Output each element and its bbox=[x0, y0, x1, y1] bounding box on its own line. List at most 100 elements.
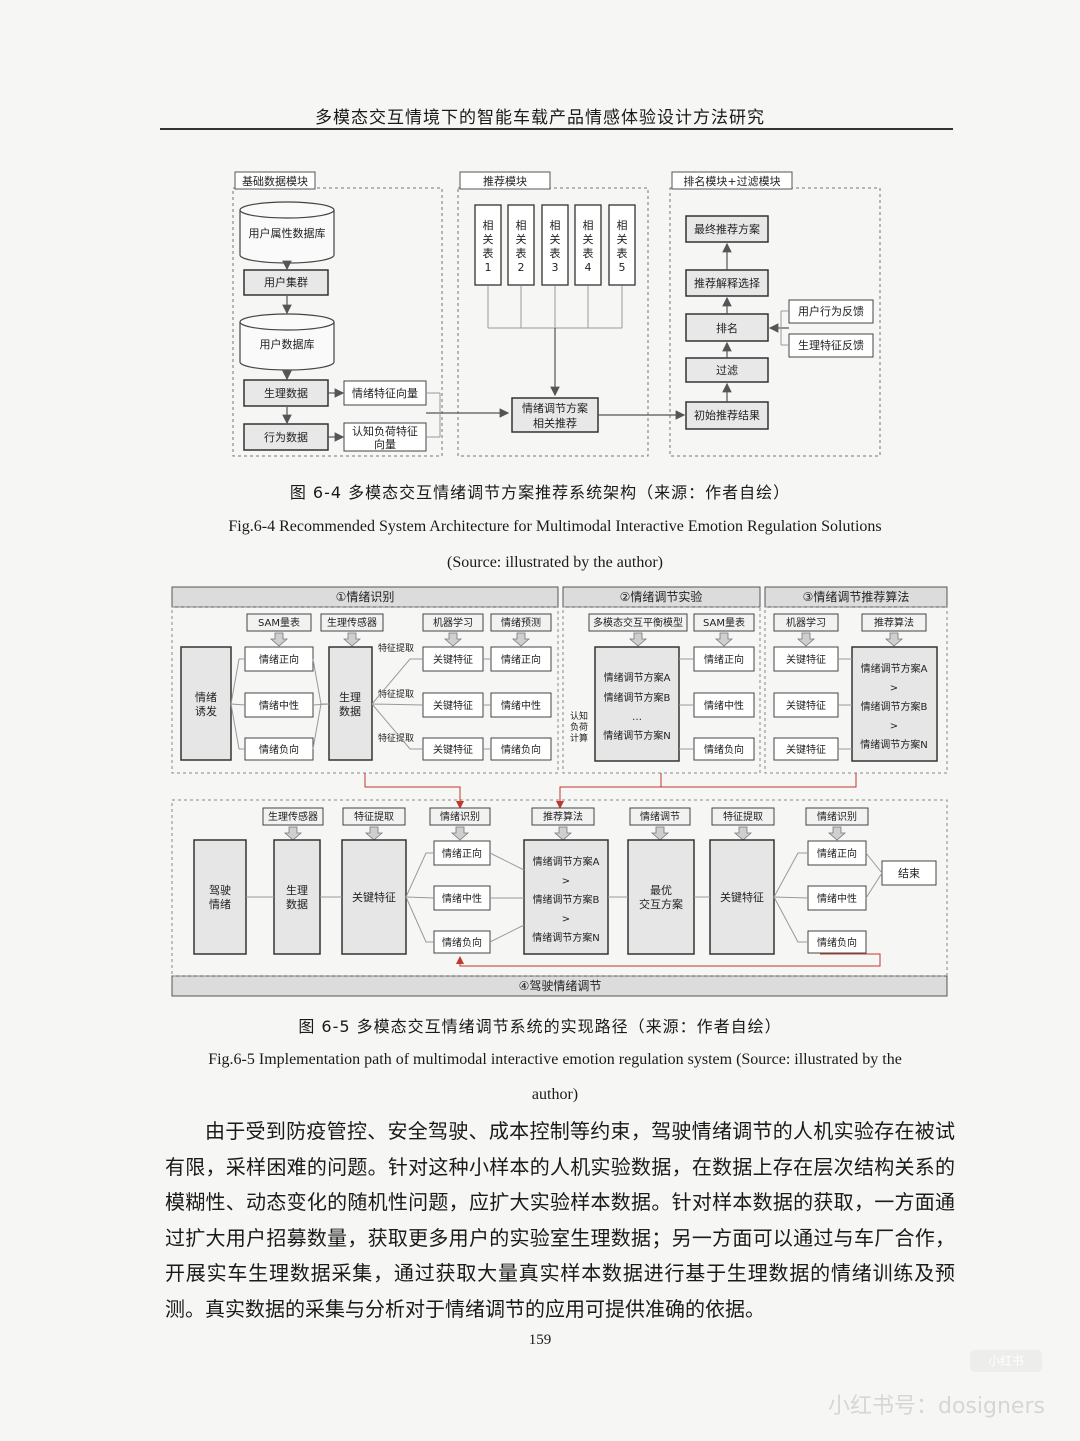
emotion-neg: 情绪负向 bbox=[259, 743, 299, 756]
trigger-2: 诱发 bbox=[195, 704, 217, 718]
related-table-2-char: 相 bbox=[516, 219, 527, 232]
emotion-pos: 情绪正向 bbox=[259, 653, 299, 666]
user-attr-db: 用户属性数据库 bbox=[249, 226, 326, 240]
bgt-2: > bbox=[562, 914, 570, 925]
bplan-b: 情绪调节方案B bbox=[533, 893, 600, 906]
rank-box: 排名 bbox=[716, 321, 738, 335]
related-table-1 bbox=[474, 204, 502, 286]
tag-ml-2: 机器学习 bbox=[786, 616, 826, 629]
bkey-feature: 关键特征 bbox=[352, 890, 396, 904]
plan-b: 情绪调节方案B bbox=[604, 691, 671, 704]
related-table-2-char: 关 bbox=[516, 232, 527, 246]
related-table-4-char: 4 bbox=[585, 261, 592, 274]
behavior-feedback: 用户行为反馈 bbox=[798, 304, 864, 318]
fig64-caption-source: (Source: illustrated by the author) bbox=[447, 554, 663, 571]
tag-sam-2: SAM量表 bbox=[703, 616, 745, 629]
section-3-title: ③情绪调节推荐算法 bbox=[803, 589, 910, 604]
related-table-1-char: 1 bbox=[485, 261, 492, 274]
tag-sensor: 生理传感器 bbox=[327, 616, 377, 629]
key-feature-1: 关键特征 bbox=[433, 653, 473, 666]
brec-neu: 情绪中性 bbox=[442, 892, 482, 905]
emotion-vector: 情绪特征向量 bbox=[352, 386, 418, 400]
related-table-4-char: 相 bbox=[583, 219, 594, 232]
related-table-4-char: 关 bbox=[583, 232, 594, 246]
related-table-2-char: 2 bbox=[518, 261, 525, 274]
page-header: 多模态交互情境下的智能车载产品情感体验设计方法研究 bbox=[315, 108, 765, 128]
tag-balance-model: 多模态交互平衡模型 bbox=[593, 616, 683, 629]
bres-neg: 情绪负向 bbox=[817, 936, 857, 949]
alg-plan-a: 情绪调节方案A bbox=[861, 662, 928, 675]
tag-predict: 情绪预测 bbox=[501, 616, 541, 629]
btag-rec-algo: 推荐算法 bbox=[543, 810, 583, 823]
related-table-3-char: 3 bbox=[552, 261, 559, 274]
plan-a: 情绪调节方案A bbox=[604, 671, 671, 684]
cog-vector-2: 向量 bbox=[374, 437, 396, 451]
fig65-caption-zh: 图 6-5 多模态交互情绪调节系统的实现路径（来源：作者自绘） bbox=[298, 1017, 782, 1036]
physio-2: 数据 bbox=[339, 704, 361, 718]
body-paragraph-block: 由于受到防疫管控、安全驾驶、成本控制等约束，驾驶情绪调节的人机实验存在被试有限，… bbox=[165, 1114, 955, 1327]
rec-scheme-2: 相关推荐 bbox=[533, 416, 577, 430]
related-table-1-char: 相 bbox=[483, 219, 494, 232]
page-number: 159 bbox=[528, 1332, 552, 1348]
related-table-4-char: 表 bbox=[583, 246, 594, 260]
cog-1: 认知 bbox=[570, 710, 588, 722]
related-table-3 bbox=[541, 204, 569, 286]
final-scheme: 最终推荐方案 bbox=[694, 222, 760, 236]
exp-pos: 情绪正向 bbox=[704, 653, 744, 666]
trigger-1: 情绪 bbox=[195, 690, 217, 704]
best-1: 最优 bbox=[650, 884, 672, 897]
btag-recog: 情绪识别 bbox=[440, 810, 480, 823]
btag-recog-2: 情绪识别 bbox=[817, 810, 857, 823]
related-table-3-char: 关 bbox=[550, 232, 561, 246]
header-rule bbox=[160, 128, 953, 130]
physio-data: 生理数据 bbox=[264, 386, 308, 400]
related-table-4 bbox=[574, 204, 602, 286]
cog-2: 负荷 bbox=[570, 721, 588, 733]
alg-plan-n: 情绪调节方案N bbox=[860, 738, 927, 751]
user-db: 用户数据库 bbox=[260, 337, 315, 351]
bres-pos: 情绪正向 bbox=[817, 847, 857, 860]
related-table-5-char: 表 bbox=[617, 246, 628, 260]
end-box: 结束 bbox=[898, 867, 920, 880]
bphysio-1: 生理 bbox=[286, 883, 308, 897]
alg-gt-1: > bbox=[890, 683, 898, 694]
bphysio-2: 数据 bbox=[286, 897, 308, 911]
tag-ml: 机器学习 bbox=[433, 616, 473, 629]
fig64-caption-zh: 图 6-4 多模态交互情绪调节方案推荐系统架构（来源：作者自绘） bbox=[289, 483, 791, 502]
user-cluster: 用户集群 bbox=[264, 275, 308, 289]
key-feature-2: 关键特征 bbox=[433, 699, 473, 712]
feat-extract-2: 特征提取 bbox=[378, 688, 414, 700]
feat-extract-1: 特征提取 bbox=[378, 642, 414, 654]
behavior-data: 行为数据 bbox=[264, 430, 308, 444]
watermark-tag: 小红书 bbox=[970, 1350, 1042, 1372]
exp-neu: 情绪中性 bbox=[704, 699, 744, 712]
watermark: 小红书号：dosigners bbox=[828, 1394, 1045, 1419]
explain-select: 推荐解释选择 bbox=[694, 276, 760, 290]
btag-extract: 特征提取 bbox=[354, 811, 394, 823]
rec-scheme-1: 情绪调节方案 bbox=[522, 401, 588, 415]
cog-vector-1: 认知负荷特征 bbox=[352, 424, 418, 438]
bplan-n: 情绪调节方案N bbox=[532, 931, 599, 944]
related-table-5-char: 关 bbox=[617, 232, 628, 246]
cog-3: 计算 bbox=[570, 732, 588, 744]
pred-neg: 情绪负向 bbox=[501, 743, 541, 756]
bres-neu: 情绪中性 bbox=[817, 892, 857, 905]
section-4-title: ④驾驶情绪调节 bbox=[519, 978, 602, 993]
related-table-5-char: 相 bbox=[617, 219, 628, 232]
btag-regulate: 情绪调节 bbox=[640, 810, 680, 823]
related-table-5 bbox=[608, 204, 636, 286]
initial-result: 初始推荐结果 bbox=[694, 408, 760, 422]
emotion-neu: 情绪中性 bbox=[259, 699, 299, 712]
module-title-base: 基础数据模块 bbox=[242, 174, 308, 188]
best-2: 交互方案 bbox=[639, 897, 683, 911]
fig64-caption-en: Fig.6-4 Recommended System Architecture … bbox=[228, 518, 882, 535]
brec-pos: 情绪正向 bbox=[442, 847, 482, 860]
section-2-title: ②情绪调节实验 bbox=[620, 589, 703, 604]
alg-key-2: 关键特征 bbox=[786, 699, 826, 712]
physio-1: 生理 bbox=[339, 690, 361, 704]
fig65-caption-en: Fig.6-5 Implementation path of multimoda… bbox=[208, 1051, 902, 1068]
plan-ellipsis: … bbox=[632, 712, 642, 723]
related-table-2 bbox=[507, 204, 535, 286]
alg-gt-2: > bbox=[890, 721, 898, 732]
